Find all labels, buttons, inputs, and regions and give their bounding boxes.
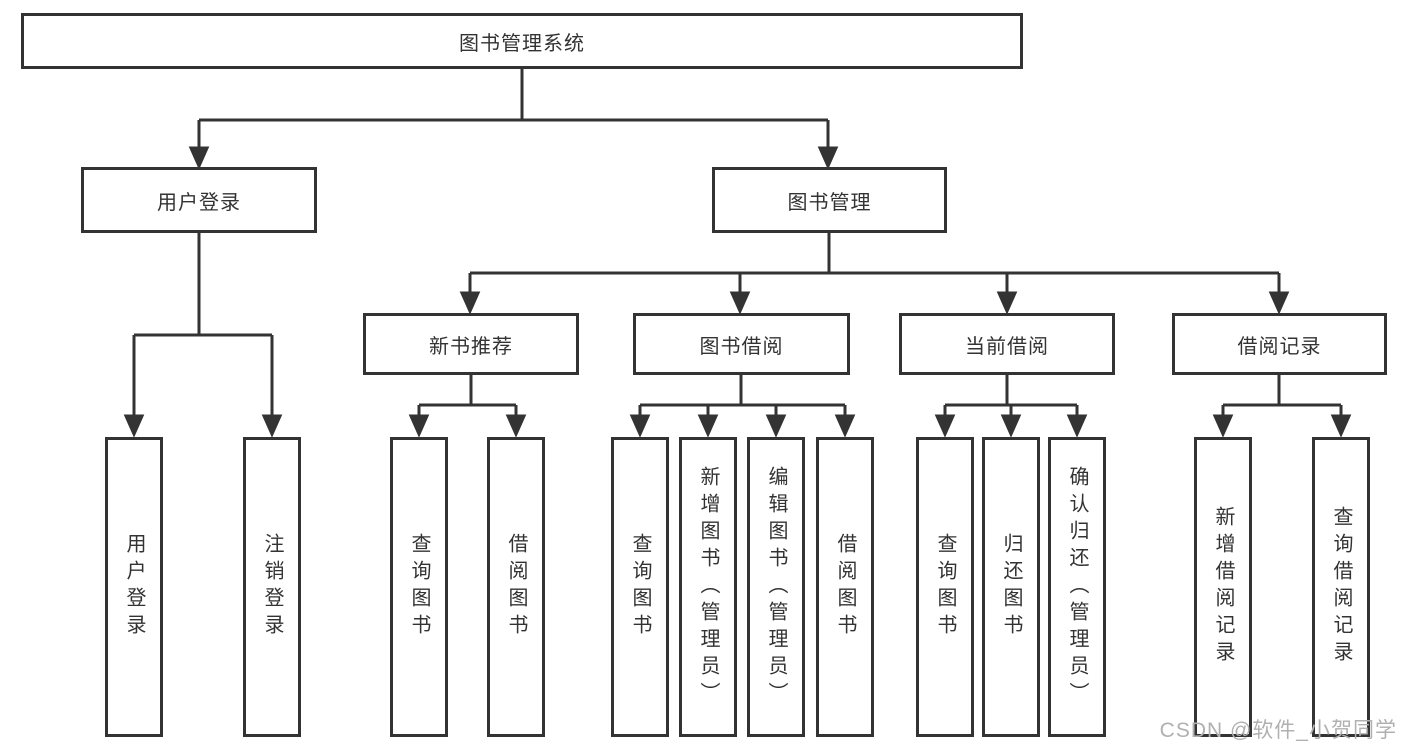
leaf-current-return-books: 归还图书: [982, 437, 1040, 737]
arrow-down-icon: [996, 291, 1018, 315]
node-library-system: 图书管理系统: [21, 13, 1023, 69]
arrow-down-icon: [817, 146, 839, 170]
arrow-down-icon: [1330, 414, 1352, 438]
arrow-down-icon: [834, 414, 856, 438]
arrow-down-icon: [1268, 291, 1290, 315]
node-book-borrow: 图书借阅: [633, 313, 850, 375]
arrow-down-icon: [629, 414, 651, 438]
node-new-book-recommend: 新书推荐: [363, 313, 579, 375]
leaf-records-query-borrow-record: 查询借阅记录: [1312, 437, 1370, 737]
csdn-watermark: CSDN @软件_小贺同学: [1159, 719, 1397, 742]
arrow-down-icon: [697, 414, 719, 438]
leaf-newbook-query-books: 查询图书: [390, 437, 448, 737]
arrow-down-icon: [1000, 414, 1022, 438]
connector-borrow-records-to-leaves: [1212, 375, 1352, 438]
leaf-borrow-edit-books-admin: 编辑图书（管理员）: [747, 437, 805, 737]
arrow-down-icon: [459, 291, 481, 315]
connector-new-book-to-leaves: [408, 375, 527, 438]
leaf-borrow-borrow-books: 借阅图书: [816, 437, 874, 737]
node-book-management: 图书管理: [712, 167, 947, 233]
arrow-down-icon: [188, 146, 210, 170]
connector-user-login-to-leaves: [123, 233, 283, 438]
leaf-newbook-borrow-books: 借阅图书: [487, 437, 545, 737]
arrow-down-icon: [765, 414, 787, 438]
arrow-down-icon: [729, 291, 751, 315]
arrow-down-icon: [261, 414, 283, 438]
leaf-records-add-borrow-record: 新增借阅记录: [1194, 437, 1252, 737]
node-user-login: 用户登录: [81, 167, 317, 233]
leaf-current-query-books: 查询图书: [916, 437, 974, 737]
arrow-down-icon: [123, 414, 145, 438]
connector-root-to-level2: [188, 69, 839, 170]
node-borrow-records: 借阅记录: [1172, 313, 1387, 375]
arrow-down-icon: [505, 414, 527, 438]
leaf-borrow-query-books: 查询图书: [611, 437, 669, 737]
arrow-down-icon: [1212, 414, 1234, 438]
connector-current-borrow-to-leaves: [934, 375, 1088, 438]
leaf-current-confirm-return-admin: 确认归还（管理员）: [1048, 437, 1106, 737]
node-current-borrow: 当前借阅: [899, 313, 1115, 375]
connector-book-mgmt-to-level3: [459, 233, 1290, 315]
leaf-borrow-add-books-admin: 新增图书（管理员）: [679, 437, 737, 737]
arrow-down-icon: [408, 414, 430, 438]
arrow-down-icon: [934, 414, 956, 438]
connector-book-borrow-to-leaves: [629, 375, 856, 438]
leaf-logout-login: 注销登录: [243, 437, 301, 737]
arrow-down-icon: [1066, 414, 1088, 438]
leaf-user-login: 用户登录: [105, 437, 163, 737]
